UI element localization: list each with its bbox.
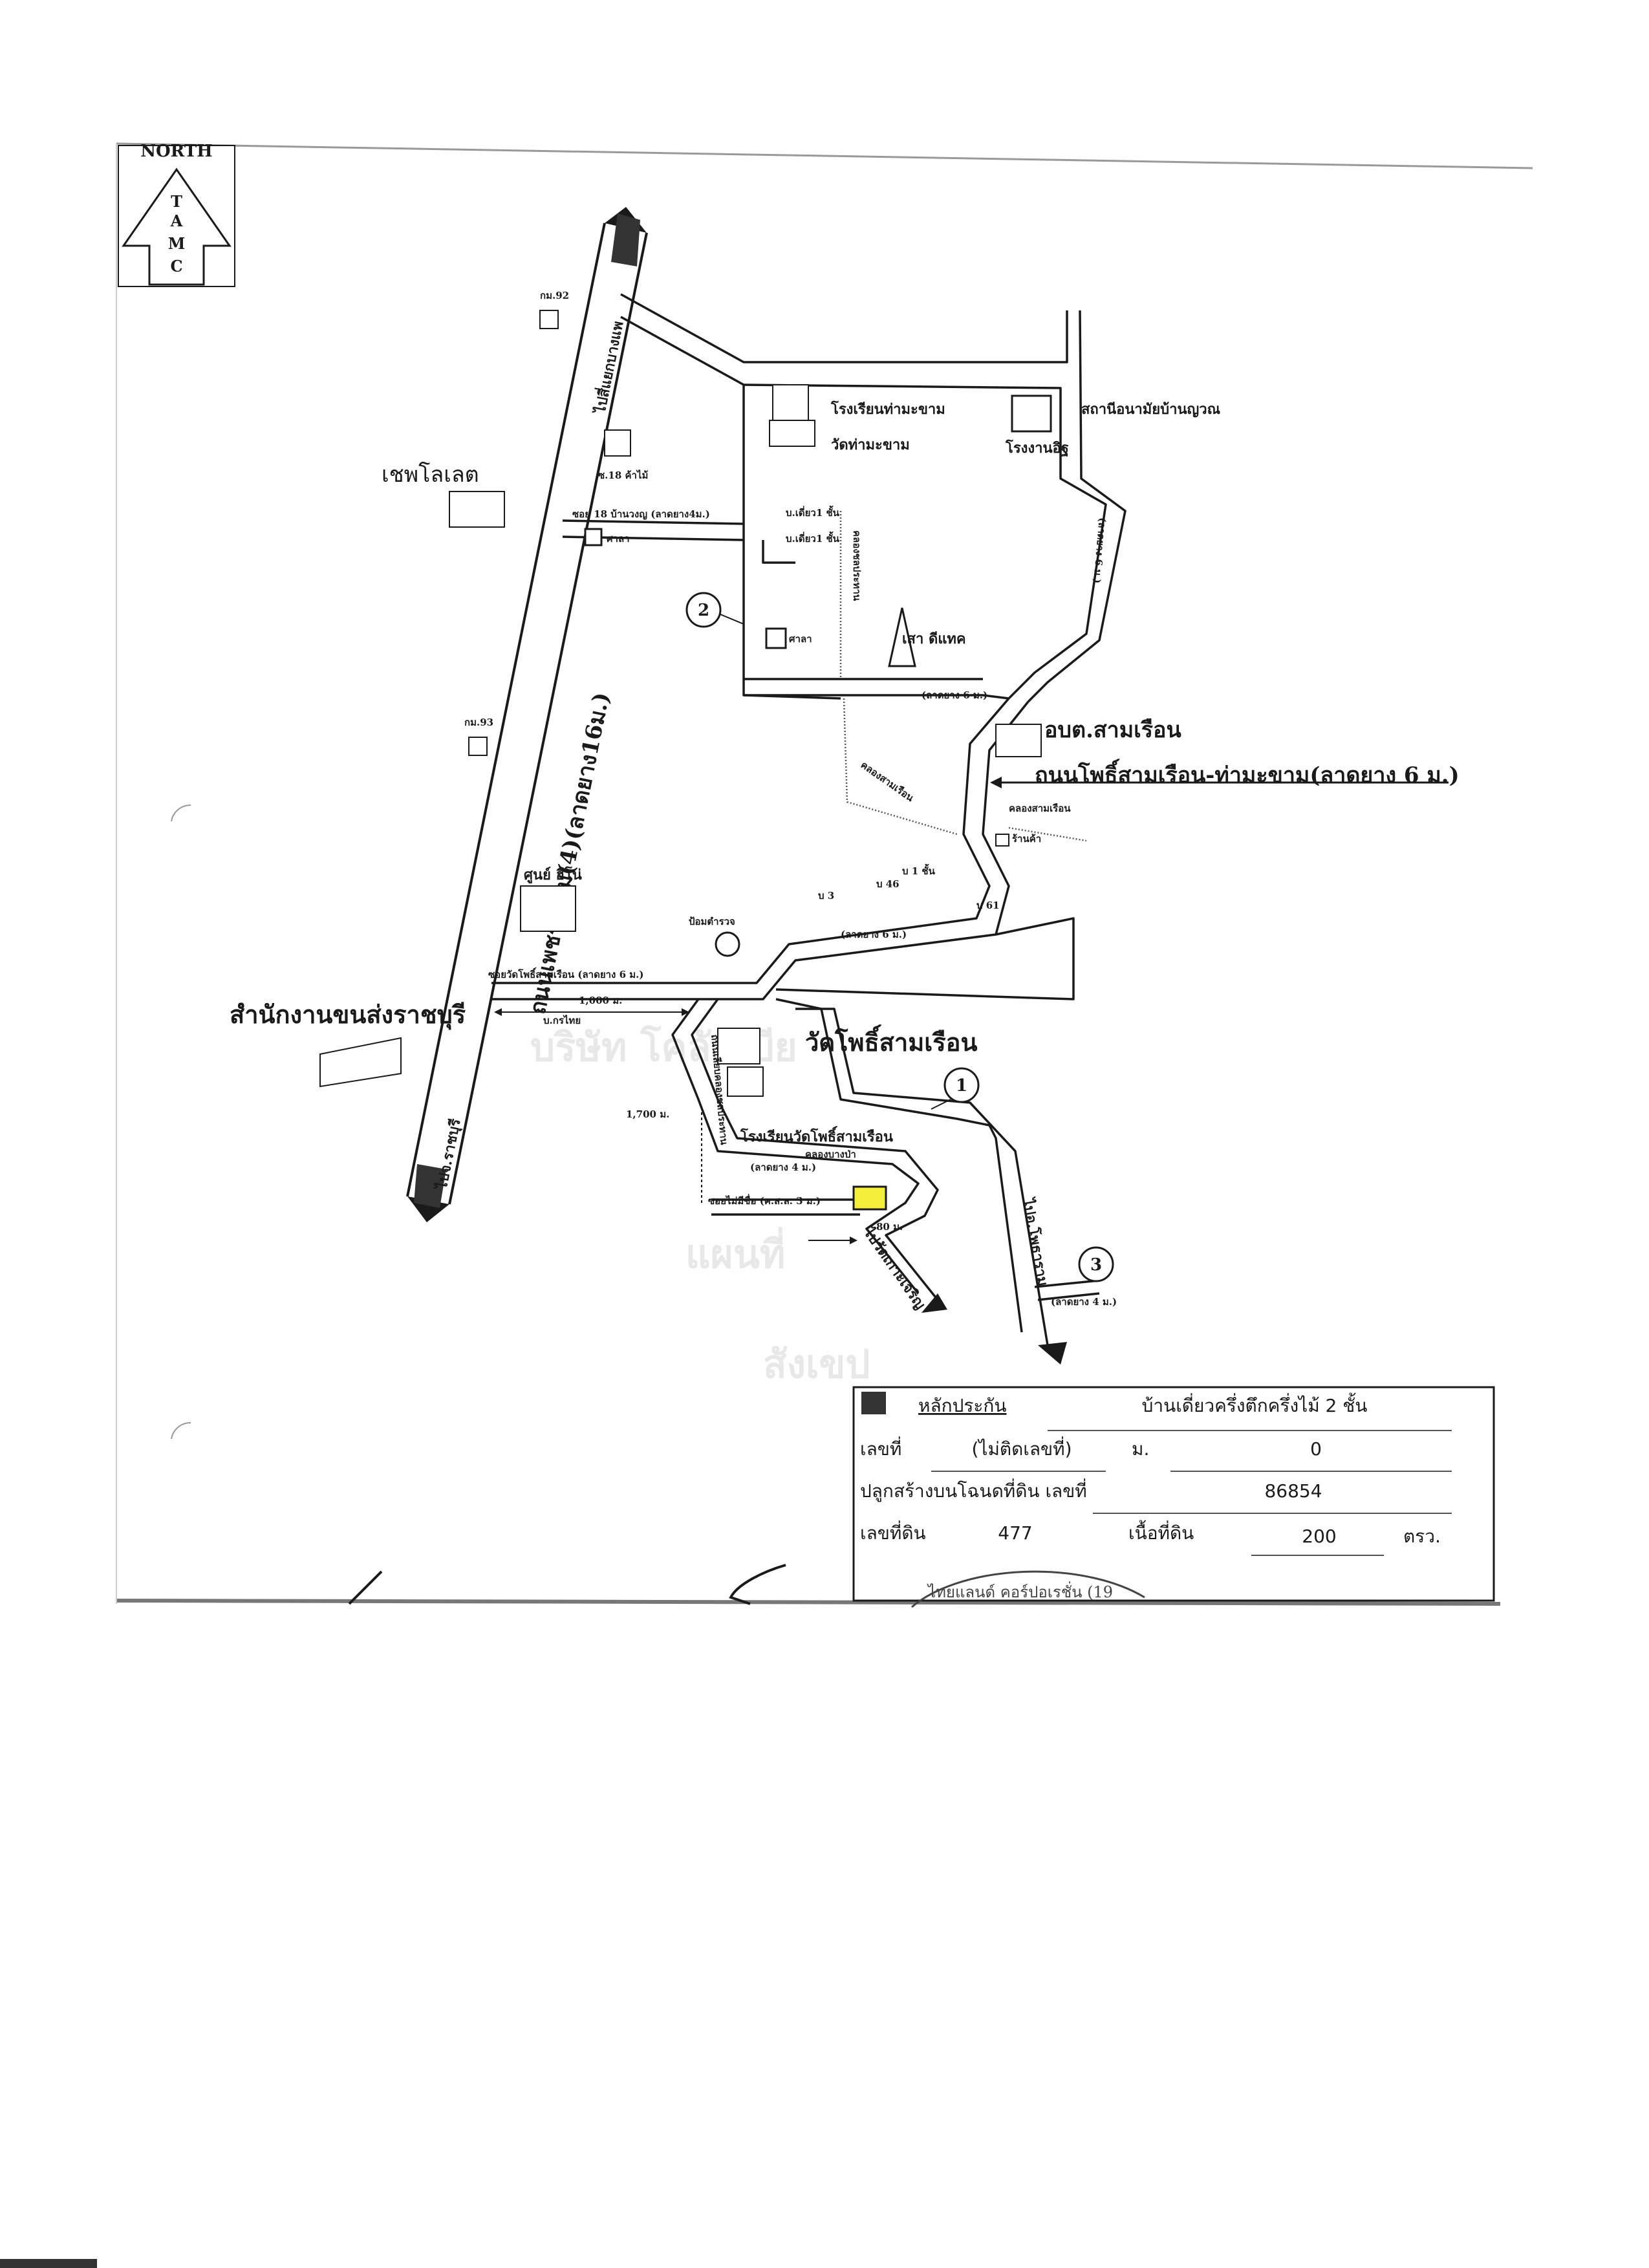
label-center: ศูนย์ ฮีโน่	[524, 866, 582, 884]
marker-3: 3	[1090, 1255, 1102, 1275]
label-canal-samruean2: คลองสามเรือน	[859, 759, 916, 805]
pen-marks	[348, 1564, 786, 1605]
label-obt: อบต.สามเรือน	[1044, 717, 1181, 743]
label-tha-makham-school: โรงเรียนท่ามะขาม	[830, 400, 945, 418]
compass-letter-a: A	[170, 211, 183, 230]
legend-land-no-value: 477	[998, 1522, 1032, 1544]
label-paved6-right: (ลาดยาง 6 ม.)	[1091, 517, 1108, 584]
label-b3: บ 3	[818, 890, 834, 902]
label-shop18: ซ.18 ค้าไม้	[598, 469, 648, 481]
legend-house-no-value: (ไม่ติดเลขที่)	[971, 1436, 1072, 1460]
legend-moo-value: 0	[1310, 1438, 1322, 1460]
label-b61: บ 61	[976, 900, 1000, 911]
label-to-ko-charoen: ไปวัดเกาะเจริญ	[859, 1223, 929, 1312]
label-tha-makham-temple: วัดท่ามะขาม	[831, 437, 910, 453]
legend-house-no-label: เลขที่	[860, 1436, 901, 1460]
landmark-symbols	[319, 310, 1052, 1211]
label-shop: ร้านค้า	[1012, 833, 1041, 845]
legend-deed-label: ปลูกสร้างบนโฉนดที่ดิน เลขที่	[860, 1478, 1087, 1502]
legend-moo-label: ม.	[1132, 1438, 1149, 1460]
label-canal-samruean: คลองสามเรือน	[1009, 803, 1071, 814]
legend-deed-value: 86854	[1264, 1480, 1322, 1502]
label-canal-bangpa: คลองบางป่า	[805, 1149, 856, 1160]
label-paved4: (ลาดยาง 4 ม.)	[750, 1161, 816, 1173]
label-phothi-road: ถนนโพธิ์สามเรือน-ท่ามะขาม(ลาดยาง 6 ม.)	[1035, 759, 1460, 788]
label-km93: กม.93	[464, 717, 493, 728]
label-chevrolet: เชพโลเลต	[382, 462, 479, 488]
legend-area-unit: ตรว.	[1403, 1526, 1441, 1547]
label-transport-office: สำนักงานขนส่งราชบุรี	[230, 1000, 466, 1030]
label-paved6-2: (ลาดยาง 6 ม.)	[841, 929, 907, 940]
canals	[839, 511, 1087, 842]
label-bank: บ.กรไทย	[543, 1014, 581, 1026]
label-soi-no-name: ซอยไม่มีชื่อ (ค.ส.ล. 3 ม.)	[708, 1194, 821, 1207]
legend-area-value: 200	[1302, 1526, 1336, 1547]
highway-main-label: ถนนเพชรเกษม(4)(ลาดยาง16ม.)	[525, 690, 615, 1017]
marker-2: 2	[698, 601, 709, 620]
label-health-station: สถานีอนามัยบ้านญวณ	[1081, 401, 1220, 418]
north-compass: NORTH T A M C	[118, 142, 235, 287]
label-soi18: ซอย 18 บ้านวงญ (ลาดยาง4ม.)	[572, 508, 710, 520]
compass-north-text: NORTH	[140, 142, 212, 161]
svg-text:สังเขป: สังเขป	[763, 1342, 870, 1387]
label-sala2: ศาลา	[789, 633, 812, 645]
svg-text:แผนที่: แผนที่	[685, 1227, 785, 1277]
collateral-marker	[852, 1185, 887, 1211]
label-sala1: ศาลา	[607, 533, 630, 545]
label-b1: บ 1 ชั้น	[902, 863, 936, 877]
compass-letter-t: T	[171, 192, 182, 211]
label-tower: เสา ดีแทค	[902, 631, 966, 647]
compass-letter-m: M	[168, 234, 186, 253]
label-wat-phothi: วัดโพธิ์สามเรือน	[805, 1024, 977, 1057]
label-soi-wat: ซอยวัดโพธิ์สามเรือน (ลาดยาง 6 ม.)	[488, 967, 643, 980]
label-dist-80: 80 ม.	[876, 1221, 903, 1233]
collateral-legend: หลักประกัน บ้านเดี่ยวครึ่งตึกครึ่งไม้ 2 …	[852, 1386, 1495, 1602]
label-phothi-school: โรงเรียนวัดโพธิ์สามเรือน	[740, 1126, 893, 1145]
marker-1: 1	[956, 1076, 967, 1096]
legend-collateral-value: บ้านเดี่ยวครึ่งตึกครึ่งไม้ 2 ชั้น	[1142, 1392, 1368, 1416]
label-house2: บ.เดี่ยว1 ชั้น	[786, 531, 840, 545]
label-paved6-1: (ลาดยาง 6 ม.)	[921, 689, 987, 701]
label-canal-vertical: คลองชลประทาน	[851, 530, 863, 601]
label-police: ป้อมตำรวจ	[689, 916, 735, 927]
label-b46: บ 46	[876, 878, 900, 890]
label-house1: บ.เดี่ยว1 ชั้น	[786, 505, 840, 519]
legend-area-label: เนื้อที่ดิน	[1128, 1520, 1194, 1544]
scan-frame	[0, 142, 1533, 2268]
label-dist-1700: 1,700 ม.	[626, 1108, 669, 1120]
road-network	[491, 293, 1449, 1365]
legend-collateral-label: หลักประกัน	[918, 1395, 1007, 1416]
label-to-photharam: ไปอ.โพธาราม	[1019, 1196, 1052, 1287]
label-dist-1000: 1,000 ม.	[579, 995, 622, 1006]
highway-to-north-label: ไปสี่แยกบางแพ	[589, 319, 627, 416]
route-markers: 2 1 3	[685, 592, 1114, 1282]
label-factory: โรงงานอิฐ	[1005, 439, 1069, 457]
label-paved4b: (ลาดยาง 4 ม.)	[1051, 1296, 1117, 1308]
compass-letter-c: C	[170, 257, 182, 275]
company-stamp: ไทยแลนด์ คอร์ปอเรชั่น (19	[911, 1570, 1145, 1608]
stamp-text: ไทยแลนด์ คอร์ปอเรชั่น (19	[927, 1581, 1113, 1601]
legend-land-no-label: เลขที่ดิน	[860, 1520, 926, 1544]
label-km92: กม.92	[540, 290, 569, 301]
